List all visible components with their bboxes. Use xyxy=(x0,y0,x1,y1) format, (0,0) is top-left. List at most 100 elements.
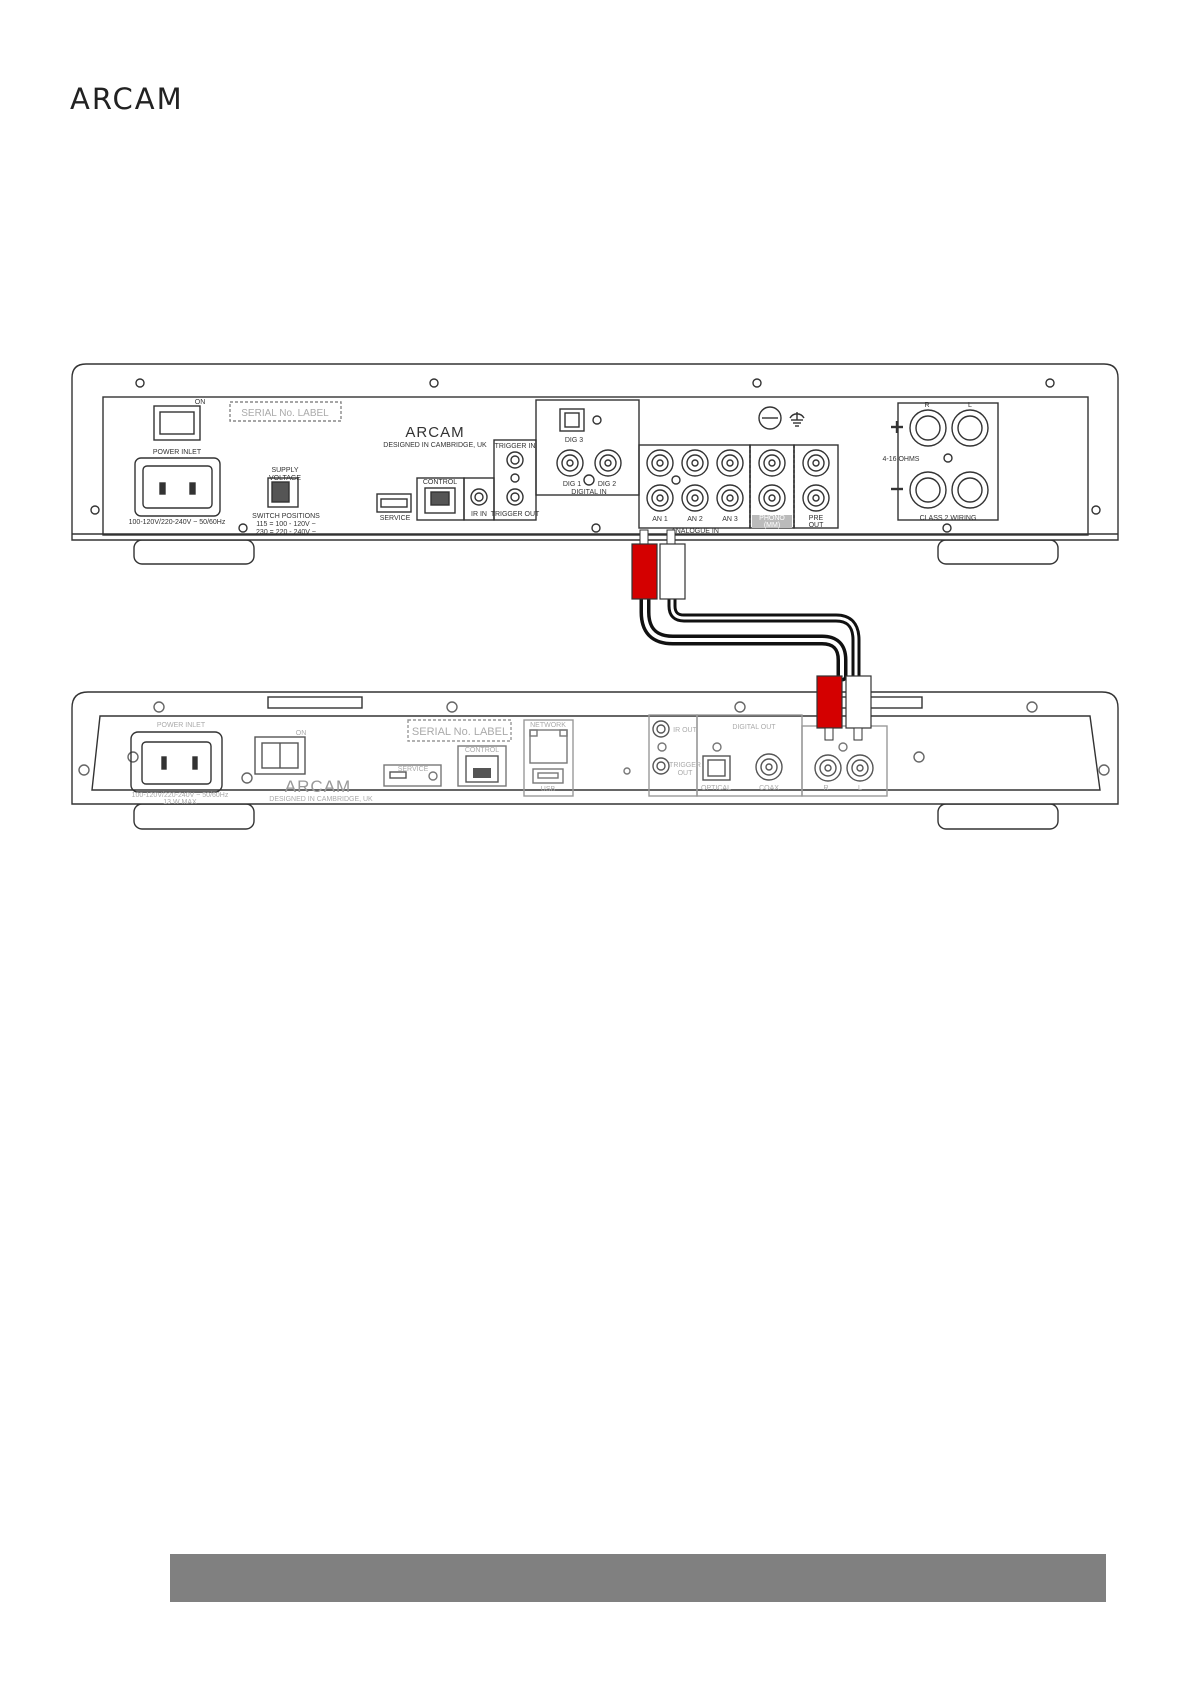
streamer-network-label: NETWORK xyxy=(530,722,566,729)
amp-power-rating: 100-120V/220-240V ~ 50/60Hz xyxy=(129,519,226,526)
streamer-serial-text: SERIAL No. LABEL xyxy=(412,726,508,738)
streamer-analogue-l-out[interactable] xyxy=(846,754,874,782)
streamer-digital-out-label: DIGITAL OUT xyxy=(732,724,776,731)
streamer-chassis xyxy=(71,691,1119,805)
amp-out-label: OUT xyxy=(809,522,825,529)
streamer-control-port[interactable] xyxy=(457,745,507,787)
amp-chassis xyxy=(71,363,1119,541)
amp-on-label: ON xyxy=(195,399,206,406)
amp-ir-in-jack[interactable] xyxy=(470,488,488,506)
amp-l-label: L xyxy=(968,402,972,409)
amp-trigger-out-label: TRIGGER OUT xyxy=(491,511,540,518)
amp-an3-label: AN 3 xyxy=(722,516,738,523)
amp-ohms-label: 4-16 OHMS xyxy=(883,456,920,463)
streamer-power-switch[interactable] xyxy=(254,736,306,775)
streamer-r-label: R xyxy=(823,785,828,792)
streamer-ir-out-jack[interactable] xyxy=(652,720,670,738)
amp-dig2-coax[interactable] xyxy=(594,449,622,477)
streamer-on-label: ON xyxy=(296,730,307,737)
arcam-logo: ARCAM xyxy=(70,82,184,116)
streamer-labels: POWER INLET 100-120V/220-240V ~ 50/60Hz … xyxy=(132,722,862,806)
amplifier-rear-panel xyxy=(71,363,1119,565)
streamer-power-rating2: 13 W MAX xyxy=(163,799,197,806)
rca-cable xyxy=(631,529,872,741)
streamer-designed-label: DESIGNED IN CAMBRIDGE, UK xyxy=(269,796,373,803)
streamer-foot-left xyxy=(133,803,255,830)
streamer-power-inlet[interactable] xyxy=(130,731,223,793)
amp-dig2-label: DIG 2 xyxy=(598,481,616,488)
amp-inner-panel xyxy=(102,396,1089,536)
amp-switch-230: 230 = 220 - 240V ~ xyxy=(256,529,316,536)
amp-dig3-label: DIG 3 xyxy=(565,437,583,444)
amp-power-inlet-label: POWER INLET xyxy=(153,449,202,456)
amp-fuse xyxy=(758,406,782,430)
amp-serial-label-text: SERIAL No. LABEL xyxy=(241,408,329,419)
amp-dig1-label: DIG 1 xyxy=(563,481,581,488)
streamer-power-rating1: 100-120V/220-240V ~ 50/60Hz xyxy=(132,792,229,799)
amp-dig1-coax[interactable] xyxy=(556,449,584,477)
rca-plug-red-bottom xyxy=(816,675,843,729)
amp-foot-right xyxy=(937,539,1059,565)
amp-service-usb[interactable] xyxy=(376,493,412,513)
amp-dig3-optical[interactable] xyxy=(559,408,585,432)
amp-r-label: R xyxy=(924,402,929,409)
rca-plug-white-top xyxy=(659,543,686,600)
streamer-optical-out[interactable] xyxy=(702,755,731,781)
streamer-usb-port[interactable] xyxy=(532,768,564,784)
streamer-coax-label: COAX xyxy=(759,785,779,792)
streamer-serial-label xyxy=(407,719,512,742)
amp-switch-positions: SWITCH POSITIONS xyxy=(252,513,320,520)
streamer-trigger-out-label: OUT xyxy=(678,770,694,777)
amp-screws xyxy=(90,378,1101,533)
streamer-usb-label: USB xyxy=(541,786,556,793)
amp-ir-in-label: IR IN xyxy=(471,511,487,518)
amp-phono-label: PHONO xyxy=(759,515,785,522)
streamer-optical-label: OPTICAL xyxy=(701,785,731,792)
amp-analogue-jacks[interactable] xyxy=(646,449,744,512)
streamer-trigger-label: TRIGGER xyxy=(669,762,701,769)
amp-phono-jacks[interactable] xyxy=(758,449,786,477)
amp-an1-label: AN 1 xyxy=(652,516,668,523)
amp-an2-label: AN 2 xyxy=(687,516,703,523)
streamer-ir-out-label: IR OUT xyxy=(673,727,697,734)
amp-pre-out-jacks[interactable] xyxy=(802,449,830,477)
amp-foot-left xyxy=(133,539,255,565)
footer-bar xyxy=(170,1554,1106,1602)
streamer-foot-right xyxy=(937,803,1059,830)
streamer-service-port[interactable] xyxy=(383,764,442,787)
amp-control-port[interactable] xyxy=(424,487,456,514)
amp-class2-label: CLASS 2 WIRING xyxy=(920,515,977,522)
amp-serial-label xyxy=(229,401,342,422)
streamer-rear-panel xyxy=(71,691,1119,830)
amp-control-label: CONTROL xyxy=(423,479,457,486)
amp-trigger-in-label: TRIGGER IN xyxy=(495,443,536,450)
amp-power-switch[interactable] xyxy=(153,405,201,441)
rca-plug-white-bottom xyxy=(845,675,872,729)
amp-speaker-terminals[interactable] xyxy=(909,409,989,509)
amp-trigger-out-jack[interactable] xyxy=(506,488,524,506)
streamer-l-label: L xyxy=(858,785,862,792)
amp-brand: ARCAM xyxy=(405,424,464,441)
streamer-coax-out[interactable] xyxy=(755,753,783,781)
streamer-service-label: SERVICE xyxy=(398,766,429,773)
streamer-screws xyxy=(78,701,1110,784)
streamer-analogue-r-out[interactable] xyxy=(814,754,842,782)
rca-plug-red-top xyxy=(631,543,658,600)
amp-switch-115: 115 = 100 - 120V ~ xyxy=(256,521,315,528)
amp-digital-in-label: DIGITAL IN xyxy=(571,489,606,496)
streamer-trigger-out-jack[interactable] xyxy=(652,757,670,775)
amp-voltage-switch[interactable] xyxy=(267,477,299,508)
amp-analogue-in-label: ANALOGUE IN xyxy=(671,528,719,535)
streamer-network-port[interactable] xyxy=(529,729,568,764)
amplifier-labels: ON POWER INLET 100-120V/220-240V ~ 50/60… xyxy=(129,399,977,536)
streamer-control-label: CONTROL xyxy=(465,747,499,754)
amp-power-inlet[interactable] xyxy=(134,457,221,517)
amp-supply-label: SUPPLY xyxy=(271,467,298,474)
amp-trigger-in-jack[interactable] xyxy=(506,451,524,469)
ground-icon xyxy=(789,412,805,427)
amp-voltage-label: VOLTAGE xyxy=(269,475,301,482)
streamer-brand: ARCAM xyxy=(285,777,351,796)
amp-service-label: SERVICE xyxy=(380,515,411,522)
amp-phono-mm-label: (MM) xyxy=(764,522,780,529)
